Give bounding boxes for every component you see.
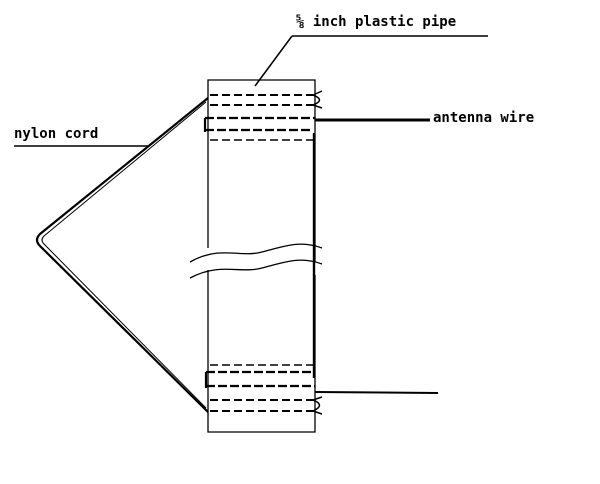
cord-knot-bottom <box>312 396 323 415</box>
plastic-pipe <box>189 79 323 433</box>
nylon-cord-inner <box>41 101 207 409</box>
top-cord-band <box>210 90 323 109</box>
break-line-bottom <box>189 259 323 279</box>
bottom-wire-wrap <box>204 364 439 394</box>
nylon-cord-label: nylon cord <box>14 126 99 142</box>
pipe-label-leader <box>254 35 488 87</box>
pipe-label: ⅝ inch plastic pipe <box>296 14 457 30</box>
nylon-cord <box>35 97 209 413</box>
antenna-wire-label: antenna wire <box>433 110 535 126</box>
antenna-wire-bottom <box>314 391 439 394</box>
break-line-top <box>189 243 323 263</box>
bottom-cord-band <box>210 396 323 415</box>
cord-knot-top <box>312 90 323 109</box>
top-wire-wrap <box>203 116 430 378</box>
